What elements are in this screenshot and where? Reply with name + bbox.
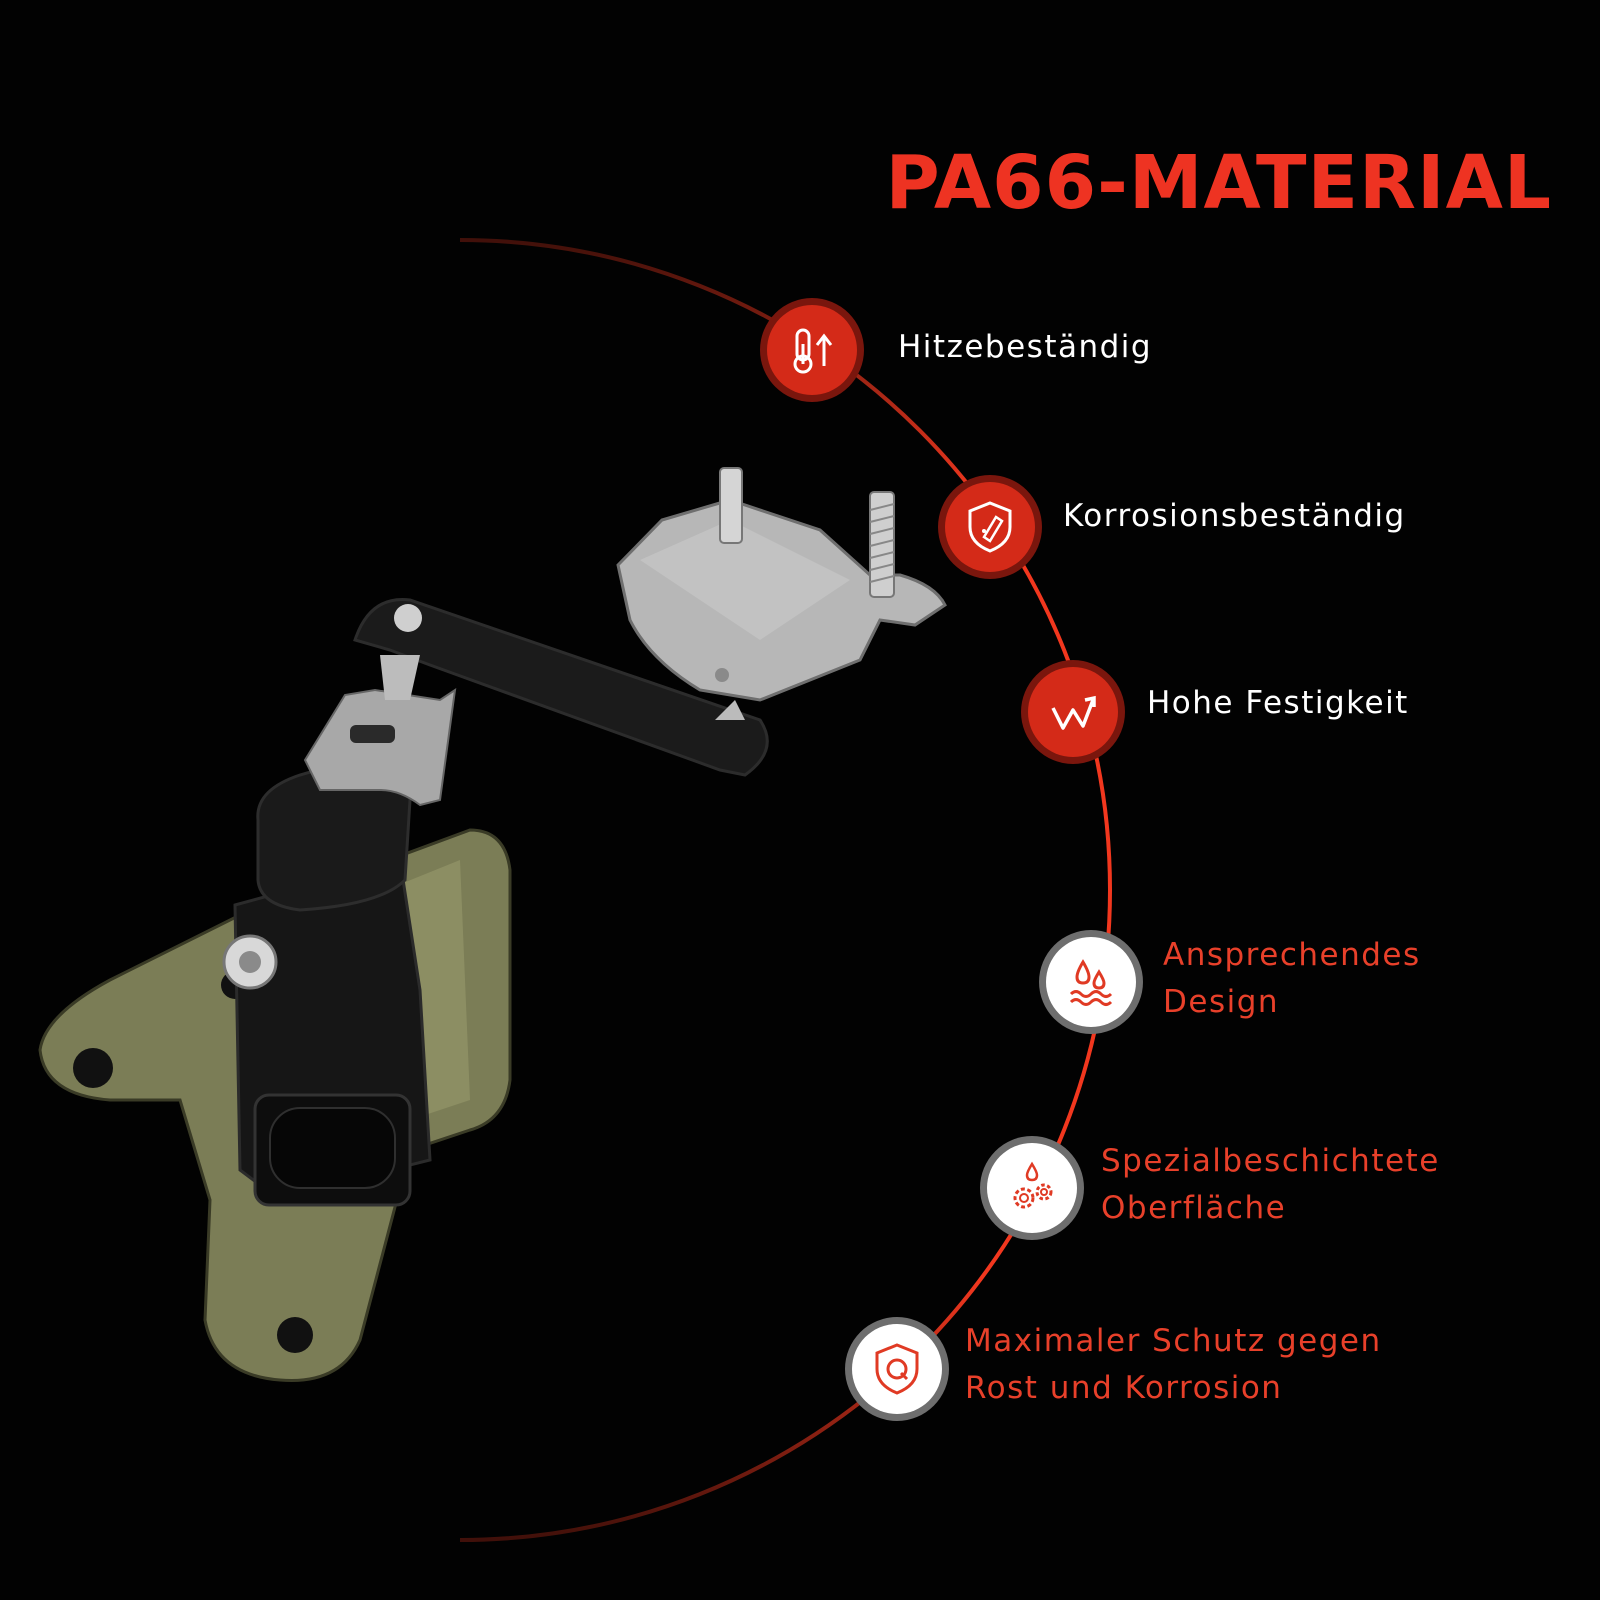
feature-label-coating: Spezialbeschichtete Oberfläche <box>1101 1143 1440 1226</box>
shield-flask-icon <box>968 501 1012 553</box>
feature-corrosion-resistant <box>945 482 1035 572</box>
feature-high-strength <box>1028 667 1118 757</box>
feature-max-protection <box>852 1324 942 1414</box>
feature-special-coating <box>987 1143 1077 1233</box>
shield-q-icon <box>875 1343 919 1395</box>
water-drops-icon <box>1069 959 1113 1006</box>
feature-label-corrosion: Korrosionsbeständig <box>1063 498 1406 534</box>
feature-label-protection: Maximaler Schutz gegen Rost und Korrosio… <box>965 1323 1382 1406</box>
feature-label-strength: Hohe Festigkeit <box>1147 685 1409 721</box>
thermometer-up-icon <box>793 328 833 374</box>
drop-gears-icon <box>1013 1161 1053 1209</box>
strength-graph-icon <box>1051 695 1096 730</box>
headline: PA66-MATERIAL <box>885 140 1552 226</box>
feature-heat-resistant <box>767 305 857 395</box>
feature-label-heat: Hitzebeständig <box>898 329 1153 365</box>
product-image <box>38 467 947 1382</box>
feature-label-design: Ansprechendes Design <box>1163 937 1421 1020</box>
feature-appealing-design <box>1046 937 1136 1027</box>
